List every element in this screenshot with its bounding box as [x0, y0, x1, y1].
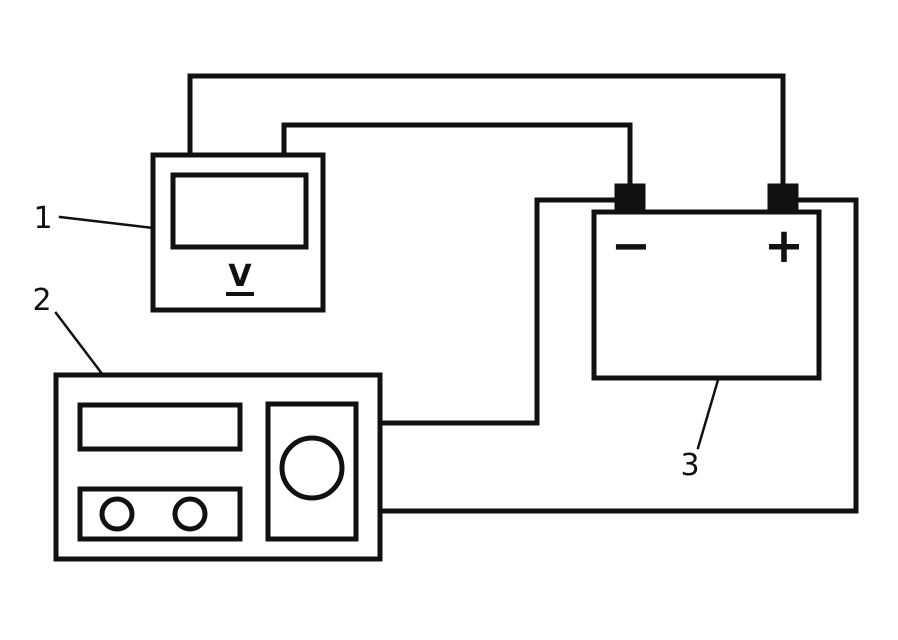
power-supply-display — [77, 402, 243, 452]
wire-voltmeter-to-negative — [281, 122, 633, 189]
callout-leaders — [54, 215, 720, 450]
battery-positive-terminal-post — [767, 183, 799, 215]
callout-1-leader — [58, 215, 155, 230]
control-knob-icon — [279, 435, 345, 501]
callout-label-1: 1 — [33, 201, 52, 236]
voltmeter — [150, 152, 326, 313]
power-supply-control-panel — [265, 401, 359, 542]
battery — [591, 183, 822, 381]
callout-label-2: 2 — [32, 283, 51, 318]
output-jack-left-icon — [99, 496, 135, 532]
wire-voltmeter-to-positive — [187, 73, 786, 189]
wire-supply-to-negative — [377, 197, 617, 426]
battery-negative-terminal-post — [614, 183, 646, 215]
voltmeter-body — [150, 152, 326, 313]
voltmeter-unit-label: V — [228, 259, 252, 294]
power-supply — [53, 372, 383, 562]
wires — [187, 73, 859, 514]
battery-positive-sign: + — [764, 218, 804, 274]
callout-3-leader — [696, 378, 720, 450]
callout-2-leader — [54, 311, 105, 377]
wire-supply-to-positive — [377, 197, 859, 514]
voltmeter-display — [170, 172, 309, 250]
battery-body — [591, 209, 822, 381]
power-supply-body — [53, 372, 383, 562]
callout-label-3: 3 — [680, 448, 699, 483]
battery-negative-sign: − — [611, 218, 651, 274]
power-supply-jack-panel — [77, 486, 243, 542]
output-jack-right-icon — [172, 496, 208, 532]
